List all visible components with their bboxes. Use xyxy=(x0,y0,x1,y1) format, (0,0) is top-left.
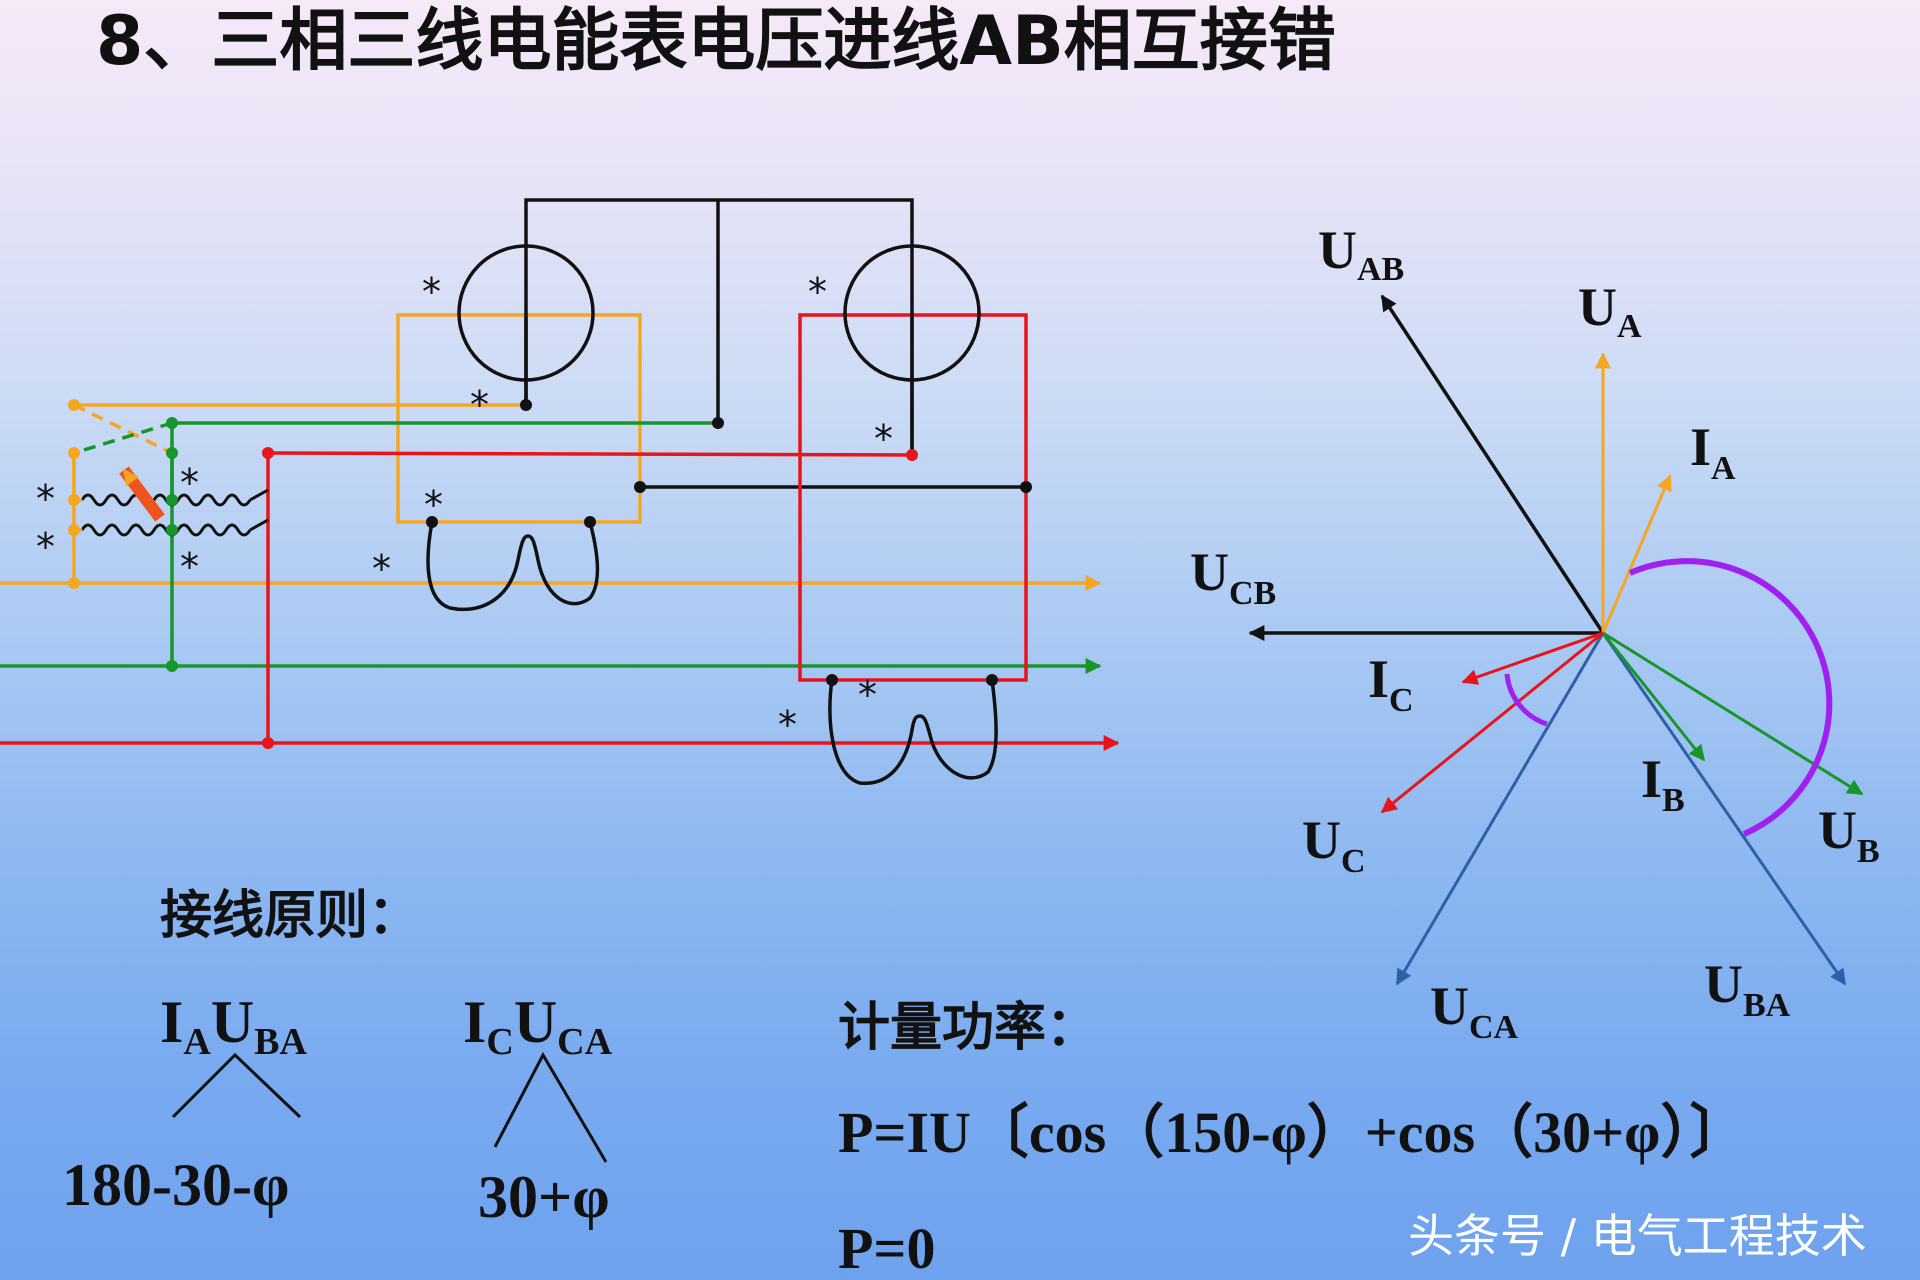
vector-uca xyxy=(1395,632,1605,986)
polarity-mark: * xyxy=(424,483,443,527)
power-result: P=0 xyxy=(838,1216,935,1280)
polarity-mark: * xyxy=(470,383,489,427)
polarity-mark: * xyxy=(36,477,55,521)
vector-ib xyxy=(1601,632,1706,762)
polarity-mark: * xyxy=(858,673,877,717)
pair-1-label: IAUBA xyxy=(160,989,308,1063)
polarity-mark: * xyxy=(180,461,199,505)
error-indicator-arrow xyxy=(119,466,165,522)
watermark: 头条号 / 电气工程技术 xyxy=(1408,1209,1867,1263)
pair-1-angle: 180-30-φ xyxy=(62,1152,289,1218)
polarity-mark: * xyxy=(422,270,441,314)
meter-1-current-coil xyxy=(426,521,600,612)
label-ub: UB xyxy=(1818,800,1880,870)
label-uba: UBA xyxy=(1704,954,1791,1024)
polarity-mark: * xyxy=(874,417,893,461)
page-title: 8、三相三线电能表电压进线AB相互接错 xyxy=(96,2,1336,81)
angle-arc-ic-uca xyxy=(1504,673,1548,727)
label-uab: UAB xyxy=(1318,220,1404,288)
label-ic: IC xyxy=(1368,649,1414,719)
element-2-loop xyxy=(798,313,1028,682)
junction-dots xyxy=(68,399,1032,749)
power-formula: P=IU〔cos（150-φ）+cos（30+φ）〕 xyxy=(838,1100,1747,1165)
polarity-mark: * xyxy=(36,525,55,569)
swap-dash-2 xyxy=(73,421,173,455)
label-ib: IB xyxy=(1641,749,1685,819)
label-ia: IA xyxy=(1690,417,1736,487)
label-ua: UA xyxy=(1578,277,1642,345)
label-ucb: UCB xyxy=(1190,542,1276,612)
metering-heading: 计量功率： xyxy=(838,998,1098,1058)
wiring-diagram xyxy=(0,198,1120,785)
pair-2-label: ICUCA xyxy=(463,989,613,1063)
polarity-marks: * * * * * * * * * * * * xyxy=(36,270,893,747)
vector-ic xyxy=(1461,631,1604,685)
vector-ia xyxy=(1601,474,1672,634)
phasor-labels: UAB UA IA UCB IC UC IB UB UCA UBA xyxy=(1190,220,1880,1046)
polarity-mark: * xyxy=(808,270,827,314)
polarity-mark: * xyxy=(372,547,391,591)
meter-2-current-coil xyxy=(828,679,998,785)
phasor-diagram xyxy=(1248,294,1864,986)
element-1-loop xyxy=(396,313,642,524)
principle-pair-2: ICUCA 30+φ xyxy=(463,989,613,1230)
label-uc: UC xyxy=(1302,810,1366,880)
vector-uc xyxy=(1380,631,1604,814)
pair-1-branch xyxy=(171,1052,302,1119)
label-uca: UCA xyxy=(1430,976,1519,1046)
pt-lead-c2 xyxy=(249,518,269,532)
vector-uab xyxy=(1380,294,1605,634)
vector-ub xyxy=(1602,631,1864,796)
polarity-mark: * xyxy=(180,545,199,589)
angle-arc-ia-uba xyxy=(1628,558,1833,837)
voltage-lead-c xyxy=(267,451,913,457)
principle-heading: 接线原则： xyxy=(160,886,420,946)
pair-2-branch xyxy=(493,1051,608,1163)
vector-uba xyxy=(1601,632,1847,986)
pt-lead-c xyxy=(249,488,269,502)
polarity-mark: * xyxy=(778,703,797,747)
principle-pair-1: IAUBA 180-30-φ xyxy=(62,989,308,1218)
pair-2-angle: 30+φ xyxy=(478,1164,610,1230)
swap-dash-1 xyxy=(73,403,173,455)
